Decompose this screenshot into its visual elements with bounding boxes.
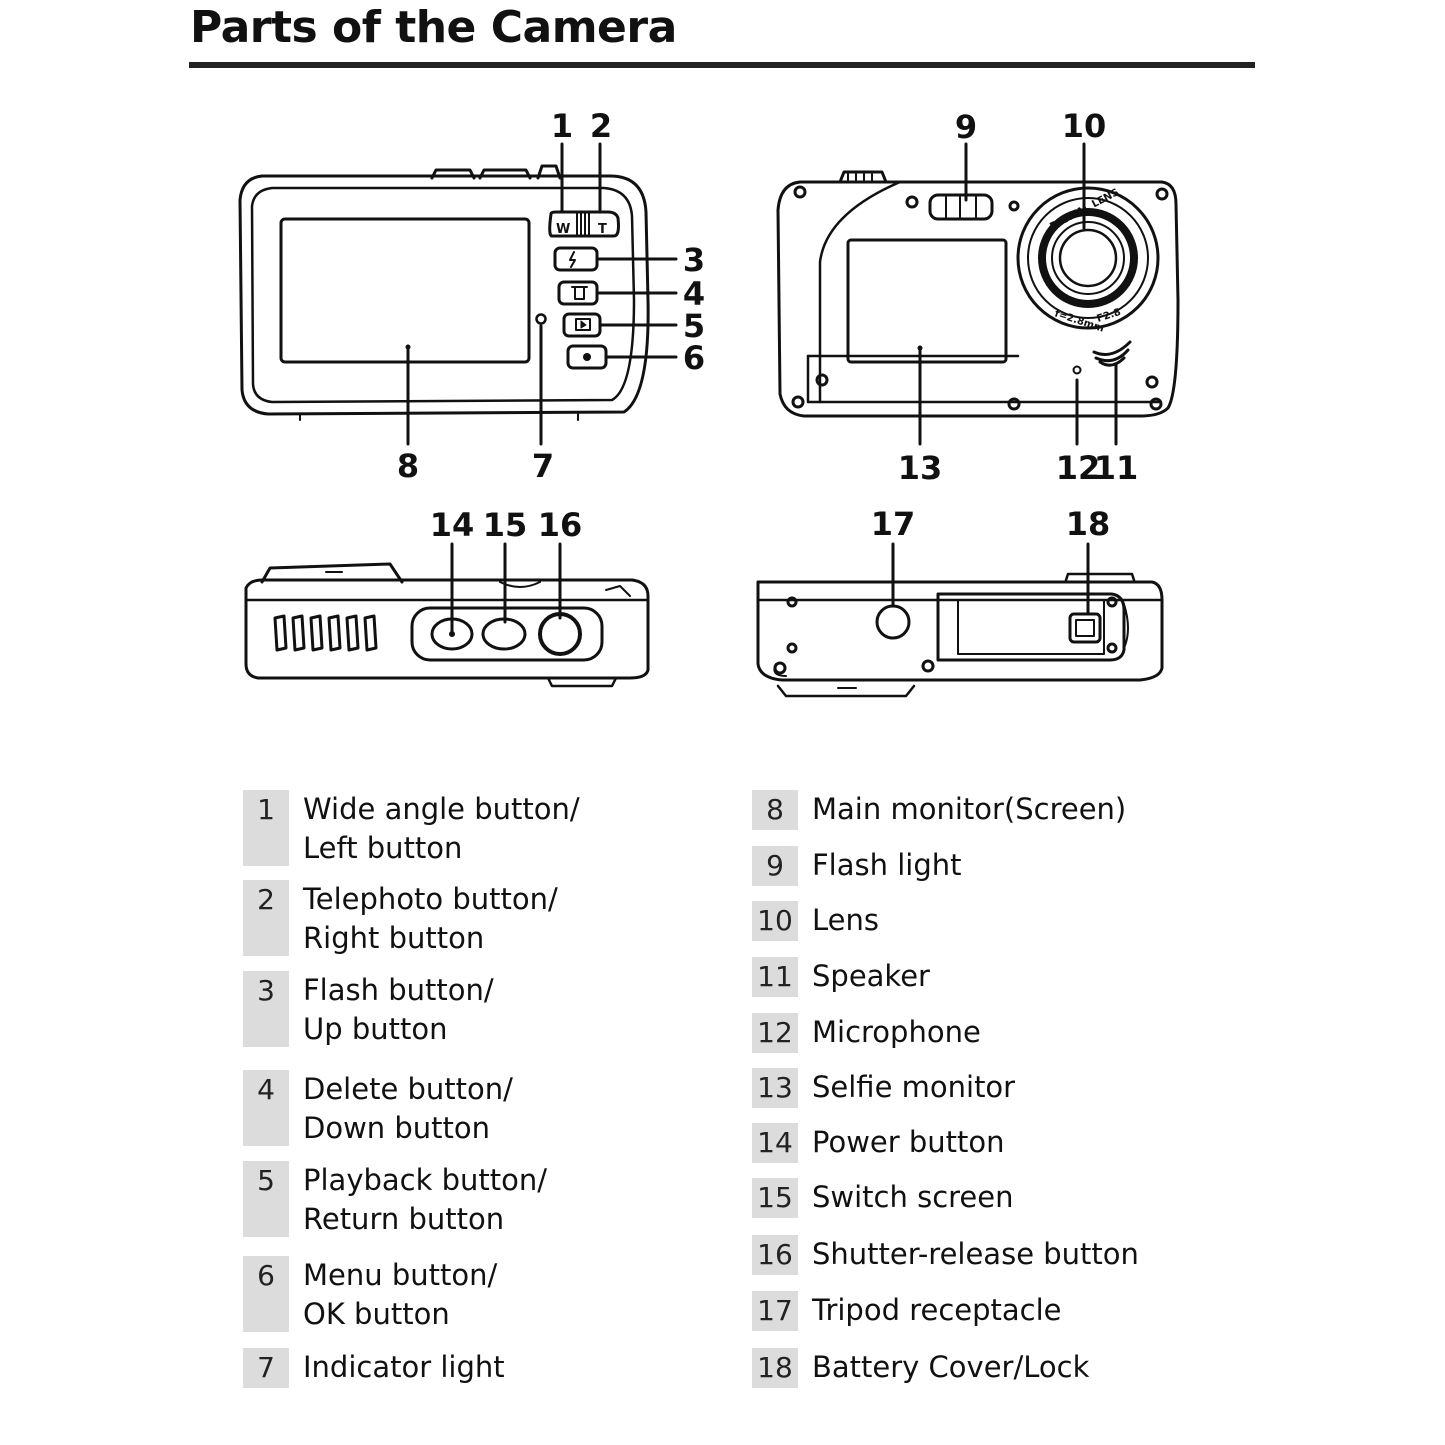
legend-label: Flash button/ [303,973,494,1007]
legend-label: Power button [812,1125,1005,1159]
callout-4: 4 [683,275,705,313]
legend-label: Speaker [812,959,930,993]
legend-left: 1 Wide angle button/ Left button 2 Telep… [243,790,683,1390]
callout-9: 9 [955,108,977,146]
callout-7: 7 [532,447,554,485]
legend-number: 6 [243,1256,289,1332]
legend-label: Indicator light [303,1350,505,1384]
callout-12: 12 [1056,449,1101,487]
main-monitor-dot [405,344,411,350]
page-title: Parts of the Camera [190,2,677,53]
legend-label: Lens [812,903,879,937]
callout-1: 1 [551,107,573,145]
legend-label: Return button [303,1202,505,1236]
legend-label: Telephoto button/ [303,882,558,916]
legend-label: Microphone [812,1015,981,1049]
legend-number: 5 [243,1161,289,1237]
legend-label: Down button [303,1111,491,1145]
legend-number: 14 [752,1123,798,1163]
callout-10: 10 [1062,107,1107,145]
legend-label: Flash light [812,848,962,882]
legend-label: Menu button/ [303,1258,498,1292]
callout-13: 13 [898,449,943,487]
battery-lock [1068,612,1102,644]
legend-number: 17 [752,1291,798,1331]
legend-number: 3 [243,971,289,1047]
legend-label: Right button [303,921,485,955]
legend-label: Shutter-release button [812,1237,1139,1271]
legend-number: 15 [752,1178,798,1218]
callout-8: 8 [397,447,419,485]
callout-18: 18 [1066,505,1111,543]
title-rule [189,62,1255,68]
callout-16: 16 [538,506,583,544]
speaker-grille [1098,356,1126,367]
legend-label: Up button [303,1012,448,1046]
callout-6: 6 [683,339,705,377]
legend-number: 12 [752,1013,798,1053]
legend-number: 4 [243,1070,289,1146]
microphone-hole [1072,365,1082,375]
legend-number: 7 [243,1348,289,1388]
legend-label: Delete button/ [303,1072,513,1106]
camera-top-view [244,542,650,688]
legend-number: 2 [243,880,289,956]
legend-number: 18 [752,1348,798,1388]
callout-11: 11 [1094,449,1139,487]
indicator-light [535,313,547,325]
selfie-monitor [846,238,1008,364]
callout-3: 3 [683,241,705,279]
callout-2: 2 [590,107,612,145]
camera-bottom-view [756,542,1164,698]
legend-label: OK button [303,1297,450,1331]
legend-number: 1 [243,790,289,866]
legend-label: Wide angle button/ [303,792,580,826]
camera-back-view [238,142,678,446]
tripod-receptacle [875,604,911,640]
main-monitor [279,217,531,364]
switch-screen-button [481,617,527,651]
callout-5: 5 [683,307,705,345]
flash-light [928,193,994,221]
camera-front-view [776,142,1180,446]
legend-number: 8 [752,790,798,830]
lens-outer [1016,186,1160,330]
legend-label: Left button [303,831,463,865]
legend-number: 10 [752,901,798,941]
shutter-release-button [538,612,582,656]
legend-label: Main monitor(Screen) [812,792,1127,826]
callout-15: 15 [483,506,528,544]
flash-up-button [553,246,599,272]
tele-glyph: T [598,222,607,237]
legend-label: Battery Cover/Lock [812,1350,1090,1384]
legend-number: 16 [752,1235,798,1275]
delete-down-button [557,280,599,306]
legend-label: Playback button/ [303,1163,548,1197]
legend-number: 11 [752,957,798,997]
legend-right: 8 Main monitor(Screen) 9 Flash light 10 … [752,790,1212,1390]
camera-parts-diagram: W T DIGITAL LENS f=2.8mm F2.8 1 2 3 4 5 … [238,107,1180,698]
callout-17: 17 [871,505,916,543]
legend-label: Tripod receptacle [812,1293,1062,1327]
legend-label: Switch screen [812,1180,1014,1214]
legend-number: 13 [752,1068,798,1108]
wide-glyph: W [556,222,570,237]
lens-glass [1058,228,1118,288]
callout-14: 14 [430,506,475,544]
legend-number: 9 [752,846,798,886]
legend-label: Selfie monitor [812,1070,1016,1104]
